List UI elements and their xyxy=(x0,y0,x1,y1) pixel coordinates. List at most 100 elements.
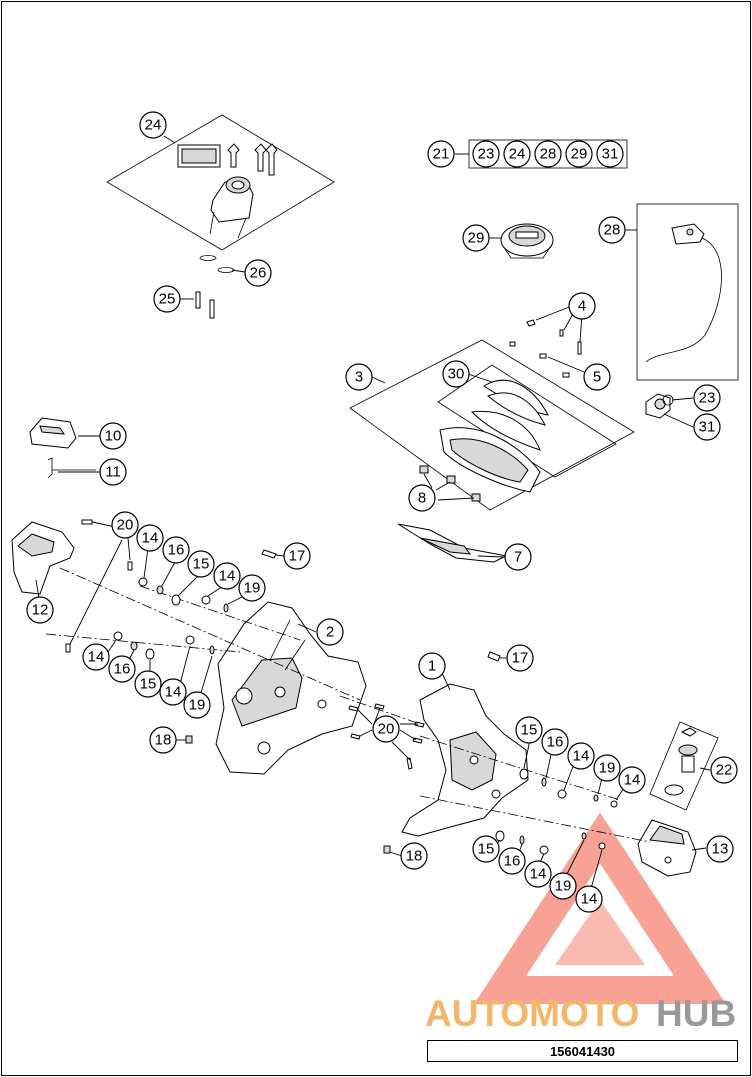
callout: 16 xyxy=(162,536,190,564)
callout: 28 xyxy=(598,216,626,244)
svg-text:14: 14 xyxy=(573,748,590,765)
callout: 29 xyxy=(462,224,490,252)
callouts: 24 25 26 21 23 24 28 29 31 29 28 4 5 3 3… xyxy=(26,111,738,913)
parts-23-31-lock xyxy=(645,393,694,428)
part-12-bracket xyxy=(11,521,75,605)
group-24-ignition-lock xyxy=(106,114,335,319)
svg-text:4: 4 xyxy=(578,298,586,315)
callout: 3 xyxy=(345,363,373,391)
callout: 1 xyxy=(418,652,446,680)
callout: 31 xyxy=(693,413,721,441)
callout: 14 xyxy=(213,562,241,590)
part-1-right-bracket xyxy=(401,672,529,837)
parts-10-11 xyxy=(29,417,100,479)
svg-text:16: 16 xyxy=(168,542,185,559)
watermark-logo xyxy=(474,812,726,1004)
middle-fasteners xyxy=(176,549,506,857)
svg-text:26: 26 xyxy=(250,265,267,282)
svg-text:18: 18 xyxy=(155,732,172,749)
svg-text:2: 2 xyxy=(326,624,334,641)
svg-text:19: 19 xyxy=(555,878,572,895)
callout: 2 xyxy=(316,618,344,646)
callout: 19 xyxy=(549,872,577,900)
callout: 20 xyxy=(111,511,139,539)
callout: 8 xyxy=(408,484,436,512)
svg-text:29: 29 xyxy=(468,230,485,247)
svg-text:15: 15 xyxy=(478,841,495,858)
part-28-cable xyxy=(625,203,739,381)
kit-21-box xyxy=(455,139,628,169)
svg-text:29: 29 xyxy=(571,146,588,163)
svg-text:17: 17 xyxy=(512,650,529,667)
callout: 16 xyxy=(498,847,526,875)
svg-text:3: 3 xyxy=(355,369,363,386)
callout: 16 xyxy=(108,655,136,683)
svg-text:21: 21 xyxy=(433,146,450,163)
callout: 30 xyxy=(442,360,470,388)
svg-text:16: 16 xyxy=(504,853,521,870)
callout: 15 xyxy=(134,670,162,698)
callout: 12 xyxy=(26,596,54,624)
svg-text:28: 28 xyxy=(604,222,621,239)
callout: 19 xyxy=(238,574,266,602)
svg-text:23: 23 xyxy=(478,146,495,163)
callout: 14 xyxy=(136,524,164,552)
svg-text:30: 30 xyxy=(448,366,465,383)
svg-text:16: 16 xyxy=(547,734,564,751)
callout: 10 xyxy=(99,422,127,450)
svg-text:5: 5 xyxy=(593,369,601,386)
svg-text:15: 15 xyxy=(193,556,210,573)
svg-text:19: 19 xyxy=(599,760,616,777)
kit-item: 31 xyxy=(596,140,624,168)
callout: 14 xyxy=(618,766,646,794)
svg-text:31: 31 xyxy=(602,146,619,163)
svg-text:17: 17 xyxy=(289,548,306,565)
callout: 26 xyxy=(244,259,272,287)
svg-text:16: 16 xyxy=(114,661,131,678)
callout: 4 xyxy=(568,292,596,320)
assembly-axes xyxy=(45,567,651,843)
watermark-wordmark: AUTOMOTO HUB xyxy=(425,993,736,1034)
part-22-socket xyxy=(649,721,719,811)
svg-text:14: 14 xyxy=(165,684,182,701)
callout: 5 xyxy=(583,363,611,391)
callout: 11 xyxy=(99,458,127,486)
svg-text:8: 8 xyxy=(418,490,426,507)
kit-item: 23 xyxy=(472,140,500,168)
svg-text:31: 31 xyxy=(699,419,716,436)
svg-text:20: 20 xyxy=(117,517,134,534)
svg-text:12: 12 xyxy=(32,602,49,619)
part-13-bracket xyxy=(637,819,707,877)
callout: 18 xyxy=(400,842,428,870)
svg-text:20: 20 xyxy=(378,721,395,738)
svg-text:18: 18 xyxy=(406,848,423,865)
kit-item: 24 xyxy=(503,140,531,168)
svg-text:24: 24 xyxy=(145,117,162,134)
svg-text:25: 25 xyxy=(159,291,176,308)
drawing-number: 156041430 xyxy=(427,1040,738,1062)
callout: 23 xyxy=(693,384,721,412)
part-29-fuel-cap xyxy=(489,223,554,259)
svg-text:1: 1 xyxy=(428,658,436,675)
callout: 15 xyxy=(515,716,543,744)
callout: 25 xyxy=(153,285,181,313)
callout: 15 xyxy=(472,835,500,863)
callout: 19 xyxy=(593,754,621,782)
svg-text:23: 23 xyxy=(699,390,716,407)
callout: 15 xyxy=(187,550,215,578)
svg-text:15: 15 xyxy=(521,722,538,739)
svg-text:22: 22 xyxy=(716,762,733,779)
callout: 13 xyxy=(706,835,734,863)
svg-text:14: 14 xyxy=(581,891,598,908)
part-8-bushings xyxy=(419,465,481,502)
callout: 17 xyxy=(506,644,534,672)
callout: 14 xyxy=(575,885,603,913)
callout-kit-21: 21 xyxy=(427,140,455,168)
watermark-brand-right: HUB xyxy=(656,993,736,1034)
svg-text:28: 28 xyxy=(540,146,557,163)
svg-text:19: 19 xyxy=(189,697,206,714)
part-2-left-bracket xyxy=(215,601,367,775)
svg-text:24: 24 xyxy=(509,146,526,163)
kit-item: 28 xyxy=(534,140,562,168)
